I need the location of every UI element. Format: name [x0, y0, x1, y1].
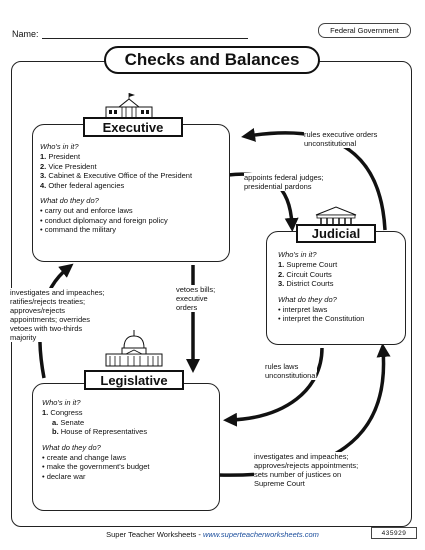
- judicial-box: [266, 231, 406, 345]
- legislative-house: b. House of Representatives: [52, 427, 148, 436]
- legislative-box: [32, 383, 220, 511]
- note-executive-to-judicial: appoints federal judges;presidential par…: [244, 173, 324, 191]
- legislative-duty: • declare war: [42, 471, 86, 481]
- legislative-title: Legislative: [84, 370, 184, 390]
- executive-member: 3. Cabinet & Executive Office of the Pre…: [40, 171, 193, 180]
- legislative-duty: • create and change laws: [42, 452, 126, 462]
- judicial-duty: • interpret the Constitution: [278, 314, 365, 323]
- judicial-member: 3. District Courts: [278, 279, 334, 288]
- legislative-whos-in-it: Who's in it?: [42, 398, 81, 407]
- executive-member: 2. Vice President: [40, 161, 97, 171]
- judicial-member: 1. Supreme Court: [278, 260, 338, 269]
- judicial-whos-in-it: Who's in it?: [278, 250, 317, 259]
- executive-member: 1. President: [40, 152, 81, 161]
- executive-duty: • command the military: [40, 225, 116, 234]
- executive-content: Who's in it? 1. President 2. Vice Presid…: [40, 142, 225, 235]
- legislative-house: a. Senate: [52, 417, 85, 427]
- capitol-icon: [105, 330, 163, 367]
- executive-title: Executive: [83, 117, 183, 137]
- white-house-icon: [105, 93, 153, 120]
- judicial-duty: • interpret laws: [278, 304, 328, 314]
- executive-whos-in-it: Who's in it?: [40, 142, 79, 151]
- executive-member: 4. Other federal agencies: [40, 180, 125, 190]
- legislative-duty: • make the government's budget: [42, 462, 150, 471]
- legislative-member: 1. Congress: [42, 408, 83, 417]
- note-legislative-to-judicial: investigates and impeaches;approves/reje…: [254, 452, 359, 488]
- footer: Super Teacher Worksheets - www.superteac…: [0, 530, 425, 539]
- judicial-content: Who's in it? 1. Supreme Court 2. Circuit…: [278, 250, 403, 324]
- executive-what-do: What do they do?: [40, 196, 99, 205]
- judicial-what-do: What do they do?: [278, 294, 337, 304]
- footer-text: Super Teacher Worksheets -: [106, 530, 203, 539]
- subject-badge: Federal Government: [318, 23, 411, 38]
- executive-duty: • conduct diplomacy and foreign policy: [40, 215, 168, 225]
- note-legislative-to-executive: investigates and impeaches;ratifies/reje…: [10, 288, 105, 342]
- legislative-content: Who's in it? 1. Congress a. Senate b. Ho…: [42, 398, 217, 481]
- name-line[interactable]: [42, 38, 248, 39]
- name-label: Name:: [12, 29, 39, 39]
- reference-number: 435929: [371, 527, 417, 539]
- executive-duty: • carry out and enforce laws: [40, 206, 133, 215]
- judicial-member: 2. Circuit Courts: [278, 269, 332, 279]
- legislative-what-do: What do they do?: [42, 442, 101, 452]
- judicial-title: Judicial: [296, 224, 376, 243]
- page-title: Checks and Balances: [104, 46, 320, 74]
- executive-box: [32, 124, 230, 262]
- footer-link[interactable]: www.superteacherworksheets.com: [202, 530, 319, 539]
- arrow-judicial-to-legislative: [223, 347, 324, 427]
